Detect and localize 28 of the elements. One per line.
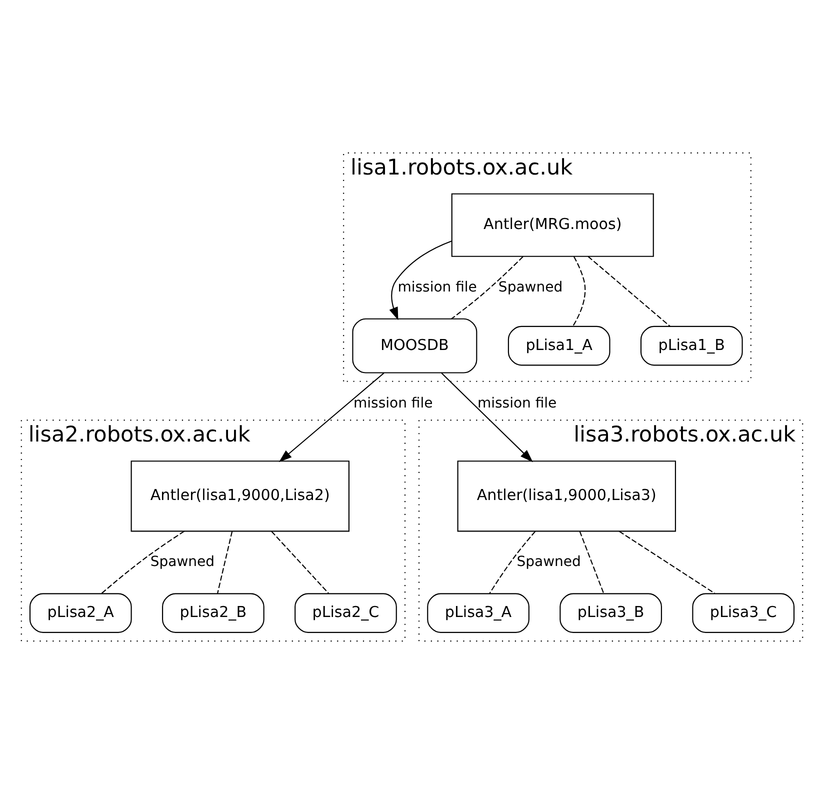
connector [217,530,233,594]
node-box: pLisa3_A [427,592,530,632]
node-box: pLisa1_B [640,325,743,366]
arrow [389,240,452,320]
node-box: pLisa2_C [294,592,397,632]
node-box: pLisa2_A [29,592,132,632]
node-box: pLisa3_C [692,592,795,632]
node-box: MOOSDB [352,318,478,373]
node-box: pLisa3_B [560,592,662,632]
edge-label: Spawned [516,554,581,570]
connector [489,530,536,594]
node-box: Antler(lisa1,9000,Lisa3) [457,460,676,532]
edge-label: mission file [398,278,477,295]
edge-label: Spawned [150,554,215,570]
connector [618,530,716,594]
node-box: Antler(lisa1,9000,Lisa2) [130,460,350,532]
connector [588,256,670,326]
node-box: pLisa2_B [162,592,264,632]
connector [451,256,524,319]
edge-label: Spawned [498,278,563,295]
node-box: Antler(MRG.moos) [451,192,654,256]
edge-label: mission file [477,395,557,412]
connector [579,530,604,594]
edge-label: mission file [354,395,433,412]
connector [271,530,330,594]
connector [101,530,185,594]
node-box: pLisa1_A [508,325,610,366]
connector [572,256,586,326]
